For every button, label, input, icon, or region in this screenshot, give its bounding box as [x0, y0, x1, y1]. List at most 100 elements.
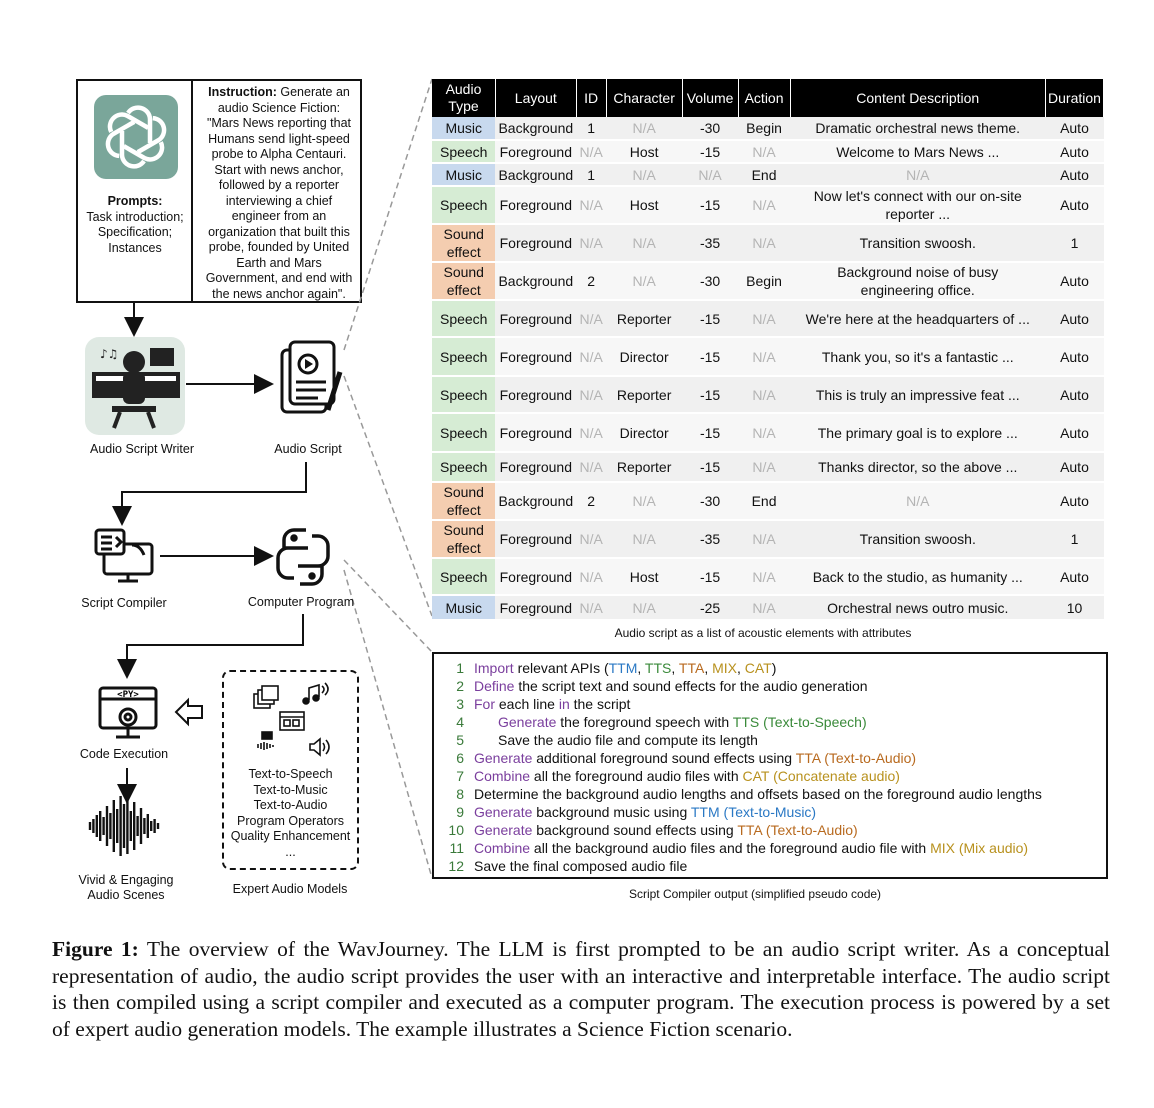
- code-token: Define: [474, 678, 515, 694]
- table-cell: Director: [606, 337, 683, 377]
- instruction-line: Earth and Mars: [196, 256, 362, 272]
- line-number: 9: [456, 804, 464, 820]
- code-token: background sound effects using: [532, 822, 738, 838]
- prompt-box: Prompts: Task introduction;Specification…: [76, 79, 362, 303]
- table-cell: 1: [1045, 224, 1104, 263]
- table-cell: Foreground: [495, 520, 577, 559]
- table-cell: Background: [495, 163, 577, 187]
- table-cell: N/A: [738, 337, 791, 377]
- script-compiler-label: Script Compiler: [81, 596, 167, 610]
- table-cell: Auto: [1045, 186, 1104, 225]
- table-cell: N/A: [606, 520, 683, 559]
- code-token: Generate: [474, 804, 533, 820]
- table-cell: Auto: [1045, 262, 1104, 301]
- table-cell: Speech: [432, 558, 496, 596]
- table-cell: Foreground: [495, 376, 577, 414]
- table-cell: Transition swoosh.: [790, 224, 1046, 263]
- table-cell: Sound effect: [432, 520, 496, 559]
- table-header-cell: Character: [606, 79, 683, 117]
- line-number: 1: [456, 660, 464, 676]
- table-cell: -15: [682, 140, 739, 164]
- prompt-divider: [191, 81, 193, 301]
- table-cell: N/A: [576, 413, 607, 453]
- table-cell: -15: [682, 186, 739, 225]
- expert-model-item: Text-to-Audio: [253, 798, 328, 812]
- table-cell: Background: [495, 262, 577, 301]
- table-cell: Background: [495, 117, 577, 141]
- table-cell: N/A: [738, 300, 791, 338]
- table-cell: Music: [432, 117, 496, 141]
- table-cell: The primary goal is to explore ...: [790, 413, 1046, 453]
- prompts-label: Prompts: Task introduction;Specification…: [78, 194, 192, 256]
- instruction-text-span: Earth and Mars: [236, 255, 322, 270]
- code-execution-monitor-icon: [98, 686, 158, 739]
- prompt-item: Specification;: [97, 225, 173, 239]
- instruction-line: audio Science Fiction:: [196, 101, 362, 117]
- code-token: TTA (Text-to-Audio): [737, 822, 858, 838]
- instruction-text-span: "Mars News reporting that: [206, 116, 352, 130]
- line-number: 12: [448, 858, 464, 874]
- code-token: Combine: [474, 840, 531, 856]
- expert-models-label: Expert Audio Models: [232, 882, 348, 896]
- table-cell: N/A: [738, 140, 791, 164]
- studio-writer-icon: ♪♫: [85, 337, 185, 435]
- code-token: ): [771, 660, 777, 676]
- table-cell: N/A: [606, 224, 683, 263]
- code-token: For: [474, 696, 495, 712]
- instruction-text-span: engineer from an: [231, 209, 327, 223]
- table-cell: N/A: [606, 482, 683, 521]
- instruction-line: followed by a reporter: [196, 178, 362, 194]
- code-token: TTA: [678, 660, 705, 676]
- code-token: Generate: [498, 714, 557, 730]
- instruction-line: the news anchor again".: [196, 287, 362, 303]
- code-token: Save the audio file and compute its leng…: [498, 732, 758, 748]
- table-cell: N/A: [576, 595, 607, 621]
- code-token: Determine the background audio lengths a…: [474, 786, 1042, 802]
- table-cell: Thanks director, so the above ...: [790, 452, 1046, 483]
- table-cell: Speech: [432, 300, 496, 338]
- table-cell: Back to the studio, as humanity ...: [790, 558, 1046, 596]
- code-token: TTM (Text-to-Music): [690, 804, 817, 820]
- code-token: the script: [569, 696, 631, 712]
- table-cell: -25: [682, 595, 739, 621]
- table-cell: Foreground: [495, 300, 577, 338]
- table-cell: Background: [495, 482, 577, 521]
- table-caption: Audio script as a list of acoustic eleme…: [614, 626, 912, 640]
- table-cell: N/A: [576, 300, 607, 338]
- table-cell: N/A: [606, 117, 683, 141]
- table-cell: N/A: [790, 163, 1046, 187]
- table-cell: -15: [682, 452, 739, 483]
- table-cell: N/A: [576, 520, 607, 559]
- table-cell: Foreground: [495, 224, 577, 263]
- table-cell: -15: [682, 376, 739, 414]
- table-cell: Reporter: [606, 452, 683, 483]
- line-number: 10: [448, 822, 464, 838]
- instruction-line: Start with news anchor,: [196, 163, 362, 179]
- table-cell: 1: [576, 163, 607, 187]
- code-token: ,: [637, 660, 645, 676]
- line-number: 4: [456, 714, 464, 730]
- arrow-script-to-compiler: [112, 462, 307, 526]
- table-cell: N/A: [576, 376, 607, 414]
- line-number: 7: [456, 768, 464, 784]
- table-cell: Host: [606, 558, 683, 596]
- dashed-link-code-bottom: [343, 569, 433, 879]
- table-cell: N/A: [576, 186, 607, 225]
- expert-icons: [253, 682, 330, 757]
- table-cell: Auto: [1045, 117, 1104, 141]
- instruction-line: Government, and end with: [196, 271, 362, 287]
- audio-scenes-line2: Audio Scenes: [87, 888, 165, 902]
- code-token: additional foreground sound effects usin…: [532, 750, 796, 766]
- table-cell: N/A: [738, 376, 791, 414]
- table-cell: Host: [606, 140, 683, 164]
- prompt-item: Task introduction;: [86, 209, 184, 224]
- table-cell: Reporter: [606, 300, 683, 338]
